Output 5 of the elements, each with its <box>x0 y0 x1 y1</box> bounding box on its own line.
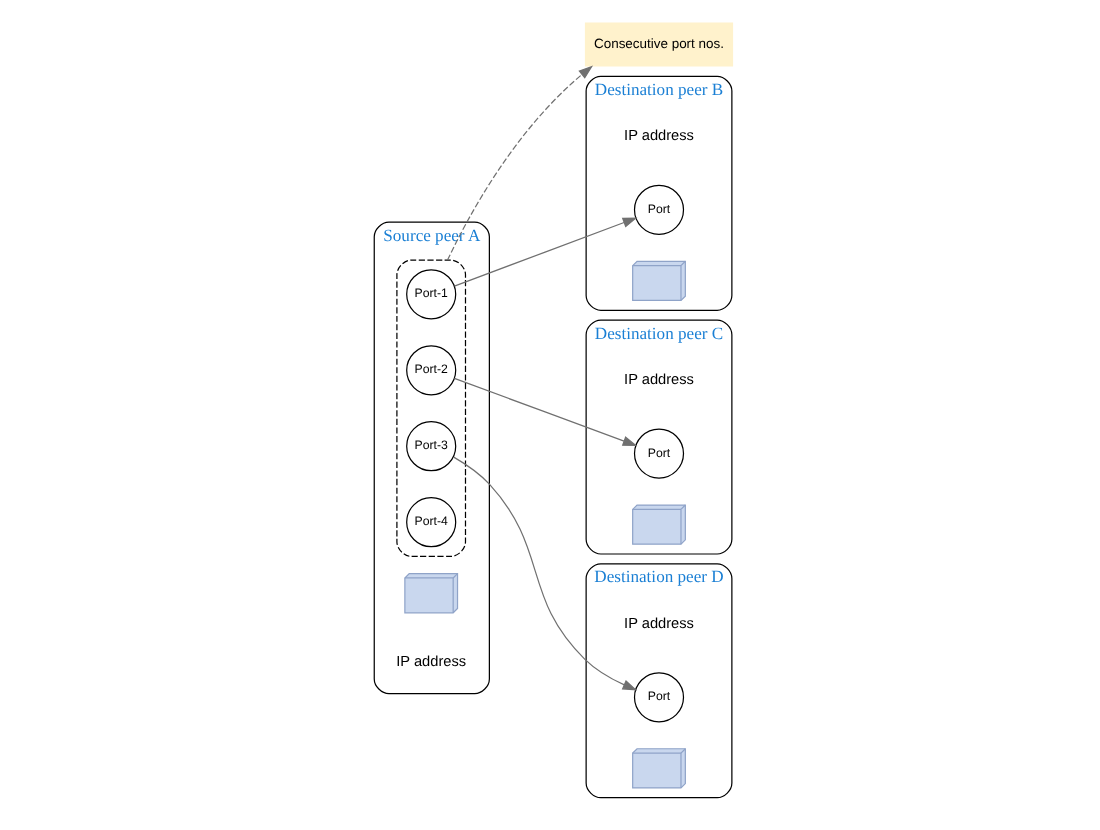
arrow <box>453 456 638 691</box>
cluster <box>396 259 467 558</box>
arrow <box>453 377 638 447</box>
arrow <box>446 65 594 261</box>
arrow <box>453 217 638 287</box>
